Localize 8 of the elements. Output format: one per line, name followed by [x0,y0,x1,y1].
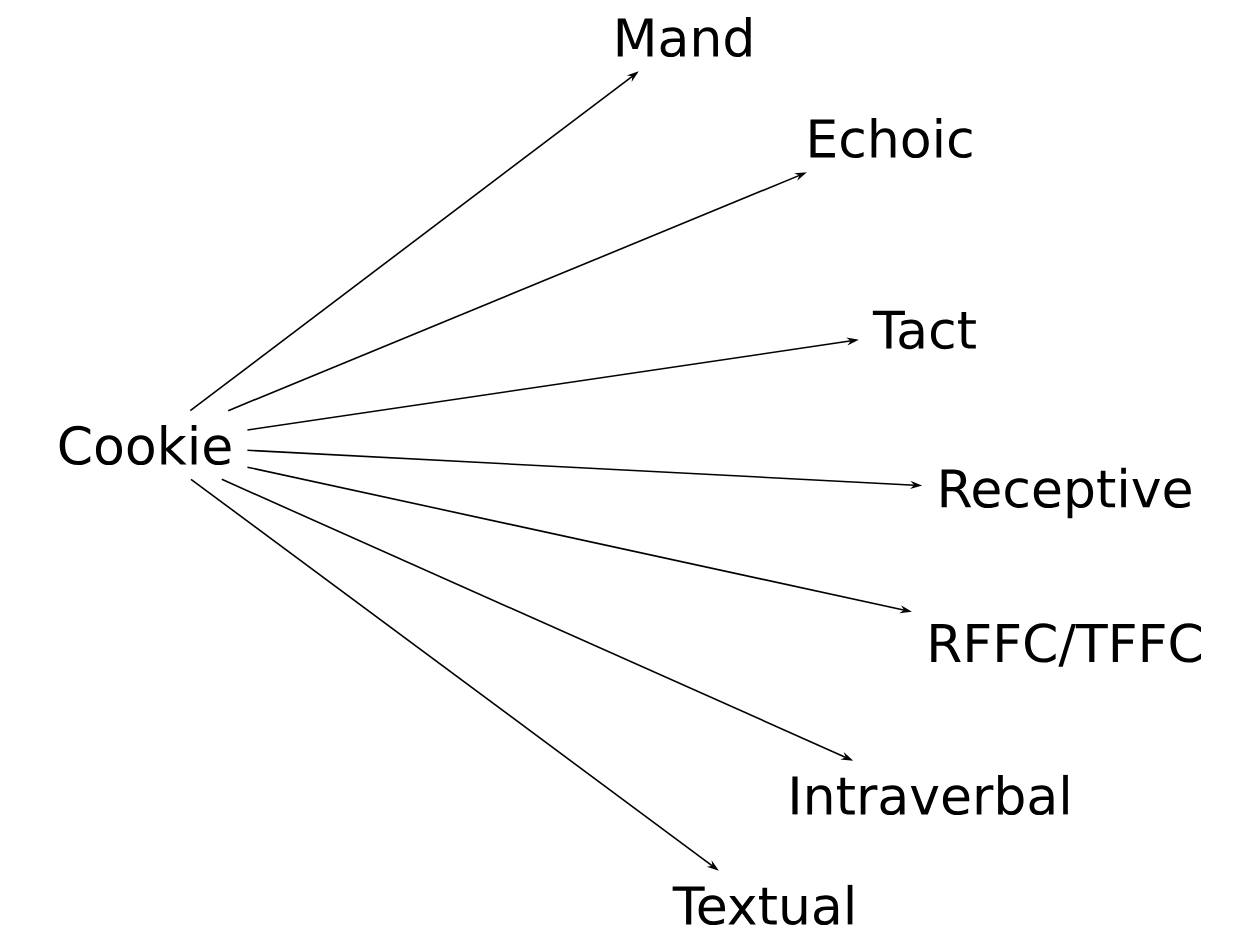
word-label: Receptive [941,467,1191,519]
word-label: Mand [617,16,751,58]
word-label: RFFC/TFFC [931,623,1201,667]
word-label: Cookie [59,424,231,466]
word-label: Textual [672,884,853,926]
word-label: Intraverbal [792,774,1068,816]
word-label: Echoic [810,117,972,159]
word-label: Tact [872,310,976,350]
